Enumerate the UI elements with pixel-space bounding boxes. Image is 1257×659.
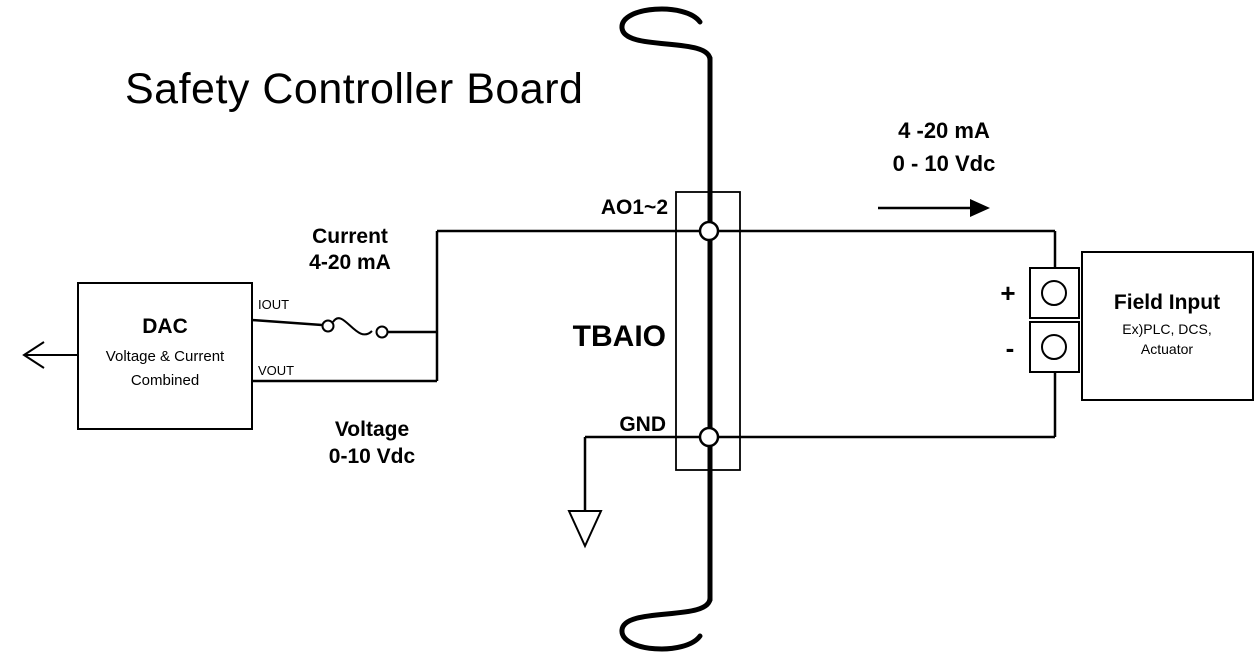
dac-title: DAC bbox=[142, 315, 188, 338]
voltage-label-line2: 0-10 Vdc bbox=[329, 445, 416, 468]
field-input-box bbox=[1081, 251, 1254, 401]
ground-symbol-icon bbox=[567, 510, 603, 549]
dac-desc-line2: Combined bbox=[131, 372, 199, 389]
vout-pin-label: VOUT bbox=[258, 363, 294, 378]
plus-terminal-screw bbox=[1041, 280, 1067, 306]
tbaio-box bbox=[675, 191, 741, 471]
gnd-label: GND bbox=[619, 413, 666, 436]
ao-terminal bbox=[698, 220, 720, 242]
switch-node-right bbox=[375, 325, 389, 339]
left-arrow-icon bbox=[22, 341, 45, 369]
voltage-label-line1: Voltage bbox=[335, 418, 409, 441]
output-signal-line1: 4 -20 mA bbox=[898, 118, 990, 143]
bus-break-bottom-icon bbox=[619, 595, 713, 652]
ao-label: AO1~2 bbox=[601, 196, 668, 219]
minus-terminal-screw bbox=[1041, 334, 1067, 360]
current-label-line2: 4-20 mA bbox=[309, 251, 391, 274]
iout-pin-label: IOUT bbox=[258, 297, 289, 312]
switch-squiggle-icon bbox=[332, 317, 373, 336]
dac-desc-line1: Voltage & Current bbox=[106, 348, 225, 365]
bus-break-top-icon bbox=[619, 6, 713, 63]
dac-box bbox=[77, 282, 253, 430]
minus-terminal-box bbox=[1029, 321, 1080, 373]
current-label-line1: Current bbox=[312, 225, 388, 248]
switch-node-left bbox=[321, 319, 335, 333]
field-input-desc-line2: Actuator bbox=[1141, 341, 1193, 357]
gnd-terminal bbox=[698, 426, 720, 448]
output-signal-line2: 0 - 10 Vdc bbox=[893, 151, 996, 176]
page-title: Safety Controller Board bbox=[125, 65, 583, 113]
minus-sign: - bbox=[1006, 333, 1015, 363]
right-arrow-icon bbox=[970, 199, 990, 217]
plus-terminal-box bbox=[1029, 267, 1080, 319]
field-input-title: Field Input bbox=[1114, 291, 1220, 314]
plus-sign: + bbox=[1000, 278, 1015, 308]
wire-iout-a bbox=[251, 318, 323, 327]
tbaio-label: TBAIO bbox=[573, 320, 666, 353]
field-input-desc-line1: Ex)PLC, DCS, bbox=[1122, 321, 1211, 337]
